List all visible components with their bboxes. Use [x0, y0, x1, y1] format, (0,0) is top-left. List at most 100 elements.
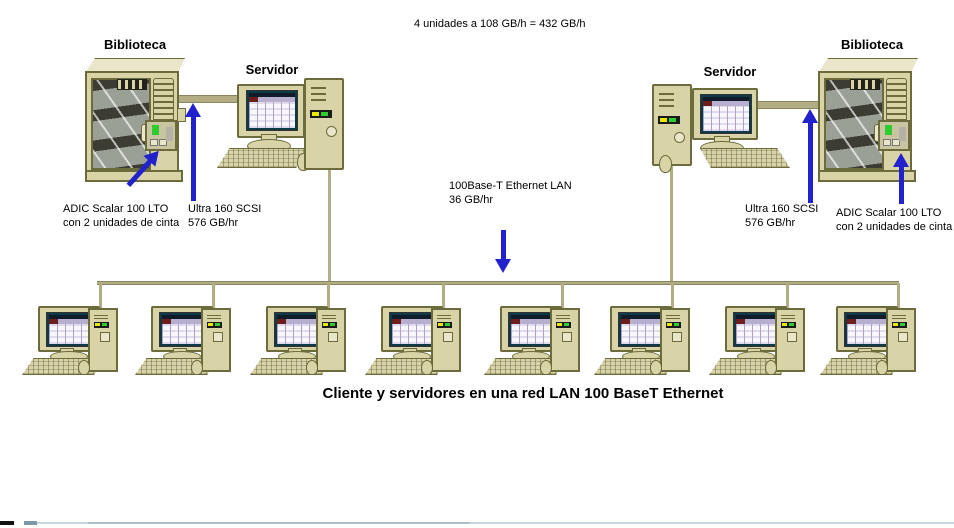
- tower-led-strip: [322, 322, 337, 328]
- client-mouse-icon: [191, 360, 203, 375]
- library-annotation-right: ADIC Scalar 100 LTO con 2 unidades de ci…: [836, 206, 952, 234]
- tower-drive: [213, 332, 223, 342]
- tower-drive: [328, 332, 338, 342]
- green-led: [152, 125, 159, 135]
- annotation-line: Ultra 160 SCSI: [188, 203, 262, 215]
- tower-led-strip: [658, 116, 680, 124]
- tower-drive: [100, 332, 110, 342]
- scsi-cable-right: [748, 101, 824, 109]
- client-mouse-icon: [765, 360, 777, 375]
- client-workstation-icon: [125, 306, 231, 376]
- scsi-annotation-right: Ultra 160 SCSI 576 GB/hr: [745, 202, 818, 230]
- client-drop-line: [897, 283, 900, 309]
- tower-vents: [892, 315, 906, 320]
- annotation-line: ADIC Scalar 100 LTO: [836, 207, 942, 219]
- library-label-right: Biblioteca: [840, 37, 904, 52]
- annotation-line: ADIC Scalar 100 LTO: [63, 203, 169, 215]
- client-tower-icon: [316, 308, 346, 372]
- server-keyboard-icon-left: [217, 148, 307, 168]
- tower-vents: [556, 315, 570, 320]
- window-edge-corner: [0, 521, 14, 525]
- tower-led-strip: [781, 322, 796, 328]
- client-drop-line: [327, 283, 330, 309]
- client-screen: [389, 312, 437, 347]
- client-workstation-icon: [699, 306, 805, 376]
- client-mouse-icon: [650, 360, 662, 375]
- tower-led-strip: [437, 322, 452, 328]
- tower-drive: [898, 332, 908, 342]
- annotation-line: Ultra 160 SCSI: [745, 203, 819, 215]
- up-arrow-icon-library-right: [893, 153, 909, 167]
- tower-drive: [443, 332, 453, 342]
- down-arrow-icon-lan: [495, 259, 511, 273]
- up-arrow-icon-scsi-right: [802, 109, 818, 123]
- tower-drive: [326, 126, 337, 137]
- tower-vents: [781, 315, 795, 320]
- client-mouse-icon: [540, 360, 552, 375]
- annotation-line: 100Base-T Ethernet LAN: [449, 180, 572, 192]
- tower-vents: [311, 87, 326, 105]
- tape-library-icon-right: [818, 58, 918, 182]
- up-arrow-shaft: [808, 122, 813, 203]
- library-base: [818, 170, 916, 182]
- annotation-line: 576 GB/hr: [745, 217, 796, 229]
- server-keyboard-icon-right: [700, 148, 790, 168]
- client-workstation-icon: [355, 306, 461, 376]
- server-drop-line-left: [328, 164, 331, 282]
- client-tower-icon: [886, 308, 916, 372]
- vent-grille: [886, 78, 907, 126]
- scsi-cable-left: [176, 95, 244, 103]
- annotation-line: con 2 unidades de cinta: [63, 217, 180, 229]
- library-annotation-left: ADIC Scalar 100 LTO con 2 unidades de ci…: [63, 202, 179, 230]
- client-workstation-icon: [12, 306, 118, 376]
- green-led: [885, 125, 892, 135]
- server-monitor-icon-left: [237, 84, 305, 138]
- client-mouse-icon: [876, 360, 888, 375]
- panel-display: [166, 127, 173, 141]
- tower-led-strip: [666, 322, 681, 328]
- up-arrow-shaft: [899, 166, 904, 204]
- tower-vents: [94, 315, 108, 320]
- tape-slots: [117, 79, 147, 90]
- client-drop-line: [671, 283, 674, 309]
- client-mouse-icon: [421, 360, 433, 375]
- tower-led-strip: [892, 322, 907, 328]
- lan-annotation: 100Base-T Ethernet LAN 36 GB/hr: [449, 179, 572, 207]
- server-tower-icon-right: [652, 84, 692, 166]
- client-drop-line: [99, 283, 102, 309]
- panel-button: [150, 139, 158, 146]
- tape-library-icon-left: [85, 58, 186, 182]
- annotation-line: con 2 unidades de cinta: [836, 221, 953, 233]
- client-mouse-icon: [306, 360, 318, 375]
- window-edge-line: [88, 522, 470, 524]
- tower-vents: [659, 93, 674, 111]
- ethernet-bus-line: [97, 281, 899, 285]
- annotation-line: 576 GB/hr: [188, 217, 239, 229]
- panel-button: [892, 139, 900, 146]
- library-top-face: [85, 58, 185, 73]
- tower-vents: [207, 315, 221, 320]
- window-edge-line: [37, 522, 954, 524]
- tower-drive: [674, 132, 685, 143]
- up-arrow-shaft: [191, 116, 196, 201]
- tower-led-strip: [207, 322, 222, 328]
- up-arrow-icon-scsi-left: [185, 103, 201, 117]
- throughput-note: 4 unidades a 108 GB/h = 432 GB/h: [414, 18, 586, 30]
- client-tower-icon: [775, 308, 805, 372]
- client-workstation-icon: [474, 306, 580, 376]
- client-drop-line: [442, 283, 445, 309]
- library-label-left: Biblioteca: [103, 37, 167, 52]
- client-mouse-icon: [78, 360, 90, 375]
- client-screen: [733, 312, 781, 347]
- client-screen: [46, 312, 94, 347]
- tower-led-strip: [94, 322, 109, 328]
- client-screen: [844, 312, 892, 347]
- tower-drive: [562, 332, 572, 342]
- tower-vents: [666, 315, 680, 320]
- tower-led-strip: [310, 110, 332, 118]
- server-mouse-icon-right: [659, 155, 672, 173]
- client-workstation-icon: [810, 306, 916, 376]
- client-workstation-icon: [240, 306, 346, 376]
- server-label-left: Servidor: [245, 62, 299, 77]
